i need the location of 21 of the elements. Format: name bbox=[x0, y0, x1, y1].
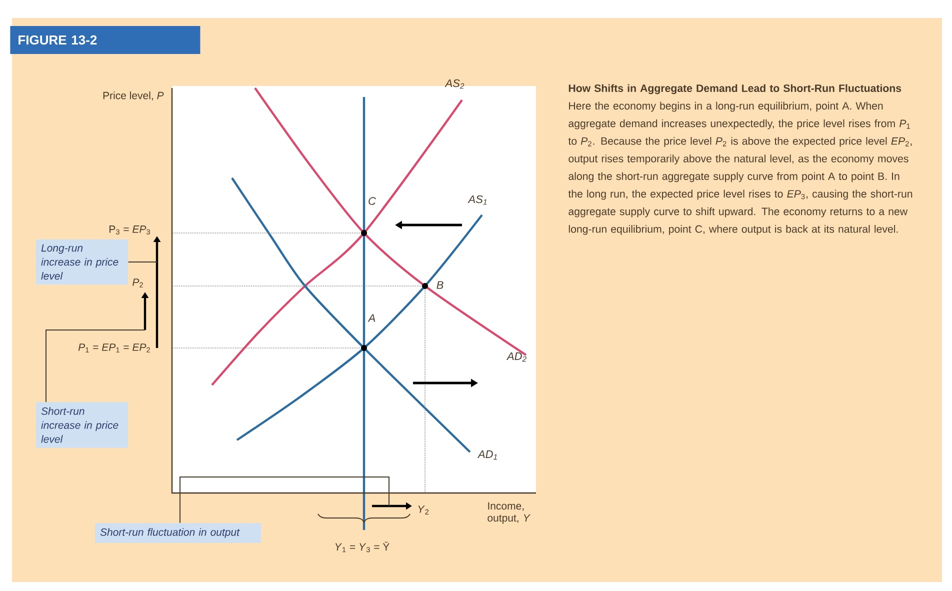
callout-box: Short-run increase in price level bbox=[36, 402, 128, 448]
price-label: P$_{3}$ = EP$_{3}$ bbox=[110, 226, 150, 234]
output-label: Y$_{2}$ bbox=[418, 506, 429, 514]
point-label: A bbox=[368, 314, 376, 322]
leader-line bbox=[180, 476, 390, 524]
caption: How Shifts in Aggregate Demand Lead to Short-Run Fluctuations Here the economy begins in a long-run equilibrium, point A. When aggregate demand increases unexpectedly, the price level rises from P$_{1}$ to P$_{2}$. Because the price level P$_{2}$ is above the expected price level EP$_{2}$, output rises temporarily above the natural level, as the economy moves along the short-run aggregate supply curve from point A to point B. In the long run, the expected price level rises to EP$_{3}$, causing the short-run aggregate supply curve to shift upward. The economy returns to a new long-run equilibrium, point C, where output is back at its natural level. bbox=[568, 84, 912, 235]
leader-line bbox=[46, 330, 146, 402]
price-label: P$_{1}$ = EP$_{1}$ = EP$_{2}$ bbox=[78, 344, 150, 352]
output-label: Y$_{1}$ = Y$_{3}$ = Ȳ bbox=[335, 542, 390, 552]
callout-box: Short-run fluctuation in output bbox=[95, 523, 261, 543]
curve-label: AS$_{2}$ bbox=[444, 79, 464, 89]
axis-title: Income, output, Y bbox=[488, 502, 530, 524]
price-label: P$_{2}$ bbox=[132, 278, 143, 288]
curve-label: AS$_{1}$ bbox=[468, 195, 487, 205]
curve-label: AD$_{1}$ bbox=[477, 450, 497, 460]
figure-title: FIGURE 13-2 bbox=[10, 26, 200, 54]
point-label: B bbox=[436, 281, 444, 289]
callout-box: Long-run increase in price level bbox=[36, 239, 128, 285]
point-label: C bbox=[368, 197, 376, 205]
axis-title: Price level, P bbox=[103, 92, 164, 100]
curve-label: AD$_{2}$ bbox=[506, 352, 526, 362]
